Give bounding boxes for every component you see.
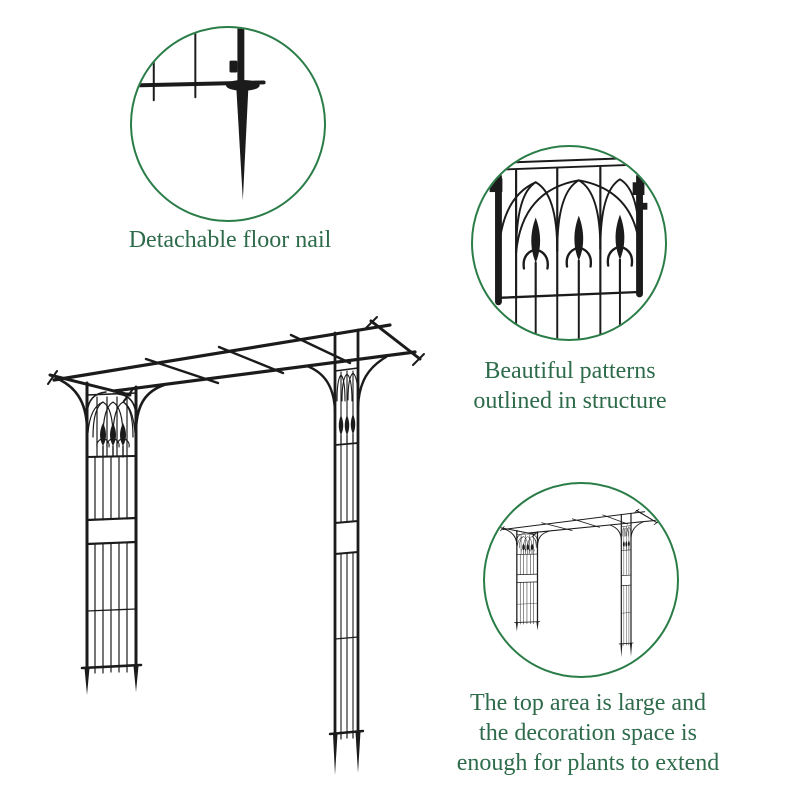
caption-line: outlined in structure	[473, 388, 667, 414]
caption-line: The top area is large and	[469, 690, 707, 716]
caption-floor-nail: Detachable floor nail	[30, 225, 430, 255]
patterns-illustration	[489, 156, 648, 339]
caption-line: the decoration space is	[479, 720, 697, 746]
caption-line: enough for plants to extend	[456, 750, 720, 776]
detail-circle-floor-nail	[130, 26, 326, 222]
floor-nail-illustration	[133, 28, 266, 201]
caption-top-area: The top area is large and the decoration…	[388, 688, 788, 778]
top-area-illustration	[499, 508, 660, 658]
caption-patterns: Beautiful patterns outlined in structure	[370, 356, 770, 416]
detail-circle-patterns	[471, 145, 667, 341]
caption-line: Beautiful patterns	[484, 358, 656, 384]
caption-line: Detachable floor nail	[128, 227, 332, 253]
detail-circle-top-area	[483, 482, 679, 678]
